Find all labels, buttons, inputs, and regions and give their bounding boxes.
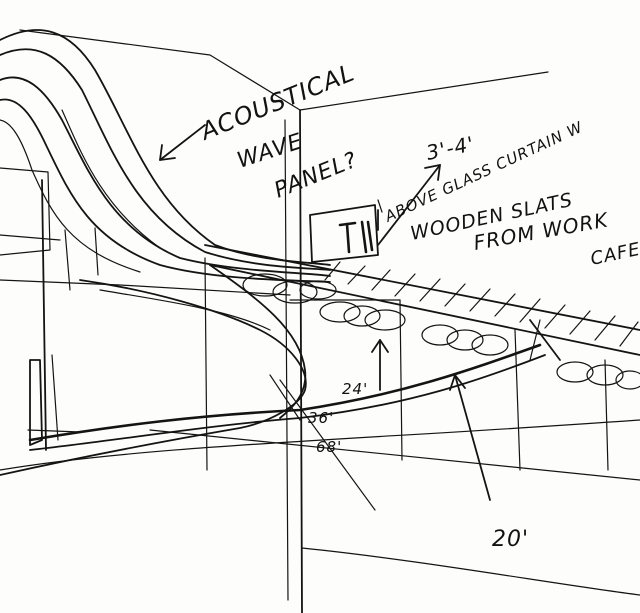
dimension-36: 36' bbox=[308, 409, 334, 427]
wave-panel-label-line1: ACOUSTICAL bbox=[195, 58, 359, 146]
wooden-slats bbox=[204, 244, 640, 356]
height-range-label: 3'-4' bbox=[424, 131, 477, 165]
curved-floor-lines bbox=[0, 264, 546, 511]
light-fixtures bbox=[242, 273, 640, 390]
dimension-24: 24' bbox=[342, 380, 368, 398]
cafe-label: CAFE bbox=[589, 239, 640, 270]
dimension-68: 68' bbox=[316, 438, 342, 456]
slat-section-detail bbox=[309, 199, 383, 263]
leader-arrows bbox=[159, 124, 561, 501]
wave-panel-label-line2: WAVE bbox=[234, 129, 306, 174]
perspective-lines bbox=[0, 29, 640, 613]
dimension-20: 20' bbox=[492, 527, 529, 552]
